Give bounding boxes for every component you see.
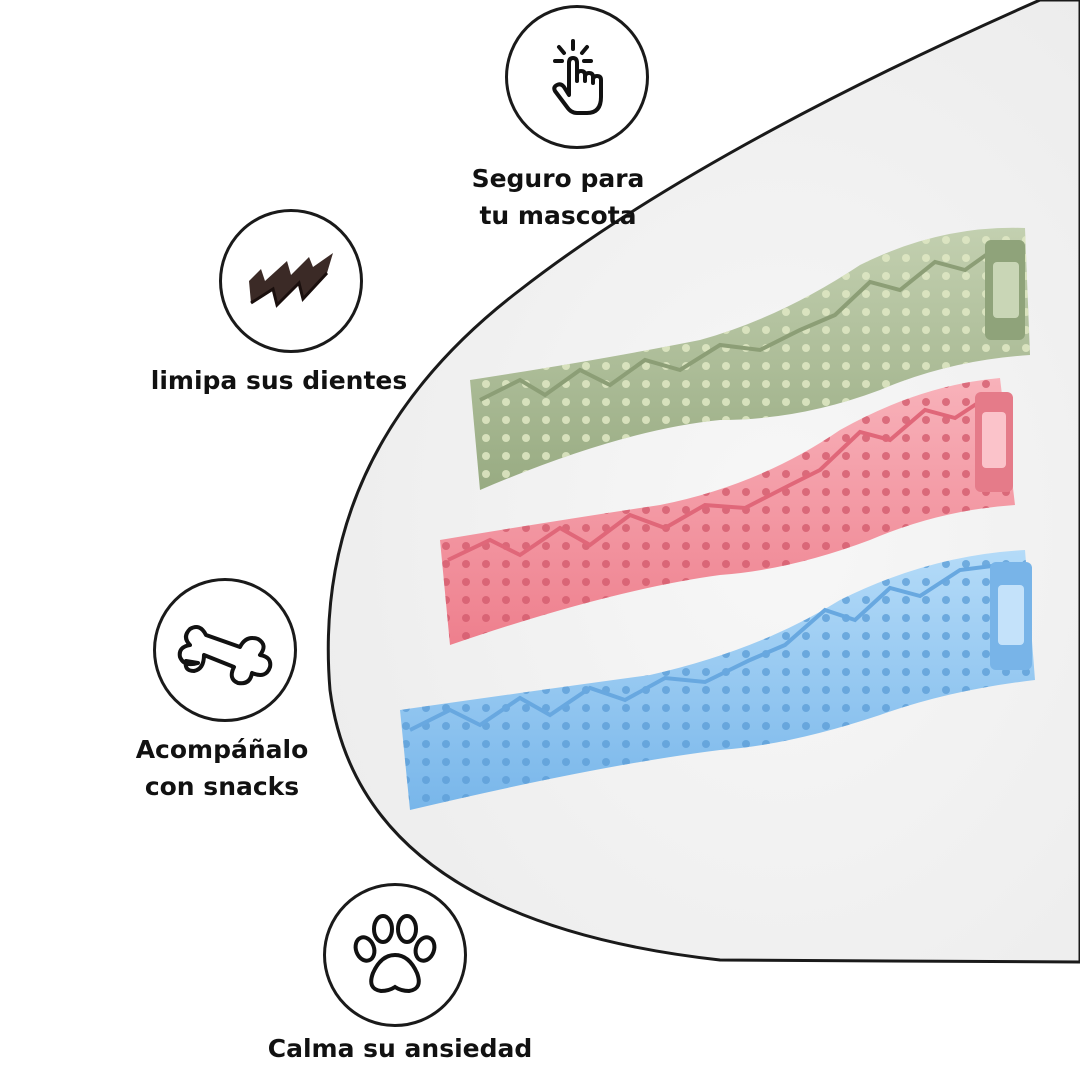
zigzag-icon [249, 253, 333, 308]
feature-safe-label: Seguro para tu mascota [471, 164, 645, 230]
feature-calm-label: Calma su ansiedad [267, 1034, 533, 1063]
feature-teeth-label: limipa sus dientes [150, 366, 408, 395]
feature-snacks-label: Acompáñalo con snacks [135, 735, 309, 801]
pink-chew-toy [440, 378, 1015, 645]
feature-teeth-icon-circle [219, 209, 363, 353]
feature-safe-icon-circle [505, 5, 649, 149]
bone-icon [177, 625, 273, 686]
feature-snacks-icon-circle [153, 578, 297, 722]
tap-hand-icon [552, 39, 603, 115]
green-chew-toy [470, 227, 1030, 490]
feature-calm-icon-circle [323, 883, 467, 1027]
paw-icon [353, 914, 437, 994]
blue-chew-toy [400, 550, 1035, 810]
